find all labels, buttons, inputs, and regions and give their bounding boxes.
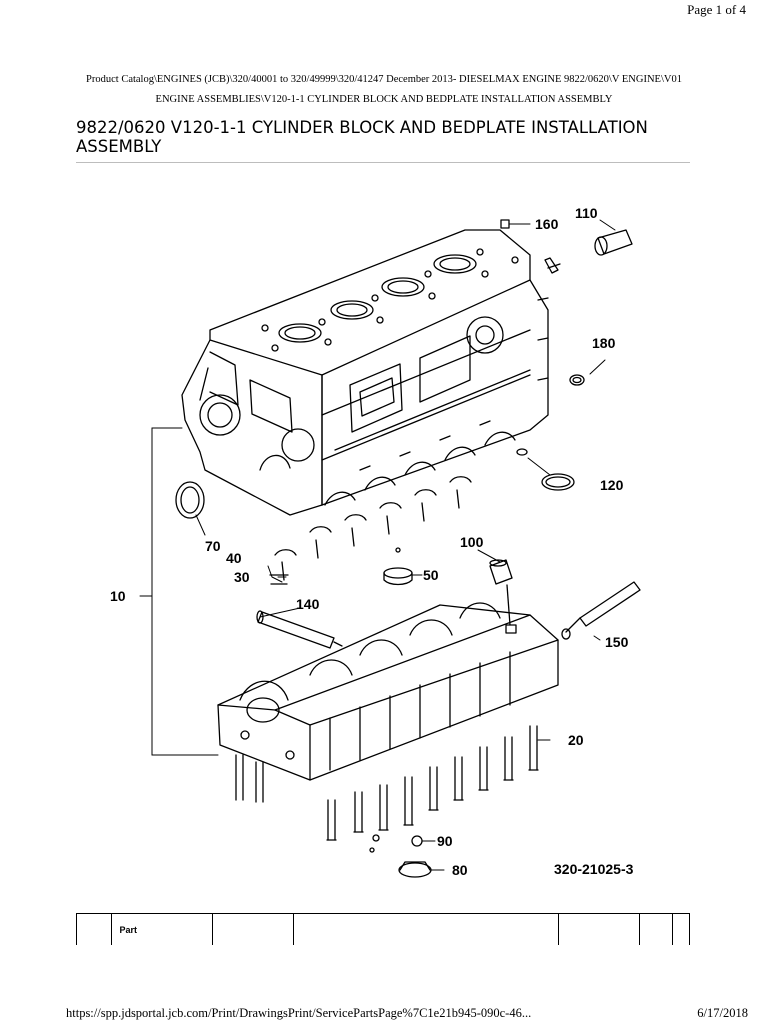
callout-50: 50 (423, 567, 439, 583)
sealant-tube-150-drawing (561, 581, 641, 640)
callout-110: 110 (575, 205, 598, 221)
title-divider (76, 162, 690, 163)
callout-150: 150 (605, 634, 629, 650)
footer-url: https://spp.jdsportal.jcb.com/Print/Draw… (66, 1006, 532, 1020)
rear-oil-seal-drawing (175, 481, 205, 519)
parts-table-cell (672, 913, 690, 945)
drawing-number: 320-21025-3 (554, 861, 634, 877)
callout-10: 10 (110, 588, 126, 604)
callout-30: 30 (234, 569, 250, 585)
parts-table-cell (557, 913, 641, 945)
drain-plug-drawing (369, 834, 432, 878)
breadcrumb-line-2: ENGINE ASSEMBLIES\V120-1-1 CYLINDER BLOC… (155, 94, 613, 105)
parts-table-cell (76, 913, 112, 945)
core-plug-drawing (383, 547, 413, 586)
page-title-line-2: ASSEMBLY (76, 137, 162, 156)
page-title: 9822/0620 V120-1-1 CYLINDER BLOCK AND BE… (76, 118, 696, 156)
bearing-shells-and-bolts (269, 476, 472, 585)
parts-table-header-part: Part (110, 913, 213, 945)
callout-180: 180 (592, 335, 616, 351)
sealant-tube-140-drawing (256, 610, 343, 649)
callout-70: 70 (205, 538, 221, 554)
breadcrumb: Product Catalog\ENGINES (JCB)\320/40001 … (40, 70, 728, 110)
parts-table-cell (293, 913, 559, 945)
callout-20: 20 (568, 732, 584, 748)
callout-100: 100 (460, 534, 484, 550)
dowel-sleeve-drawing (489, 559, 517, 634)
parts-table-cell (639, 913, 673, 945)
bedplate-bolts-drawing (235, 725, 539, 841)
parts-table-cell (211, 913, 295, 945)
parts-table-header-row: Part (76, 913, 690, 945)
page-indicator: Page 1 of 4 (687, 2, 746, 17)
parts-table: Part (76, 913, 690, 945)
cylinder-block-drawing (181, 229, 549, 516)
bedplate-drawing (217, 602, 559, 781)
callout-140: 140 (296, 596, 320, 612)
page-title-line-1: 9822/0620 V120-1-1 CYLINDER BLOCK AND BE… (76, 118, 648, 137)
footer-date: 6/17/2018 (697, 1006, 748, 1020)
breadcrumb-line-1: Product Catalog\ENGINES (JCB)\320/40001 … (86, 74, 682, 85)
plugs-drawing (500, 219, 633, 491)
callout-40: 40 (226, 550, 242, 566)
callout-80: 80 (452, 862, 468, 878)
callout-90: 90 (437, 833, 453, 849)
callout-160: 160 (535, 216, 559, 232)
callout-120: 120 (600, 477, 624, 493)
exploded-parts-diagram: 160 110 180 120 70 40 30 100 50 10 140 1… (110, 205, 641, 878)
leader-lines (139, 219, 616, 871)
